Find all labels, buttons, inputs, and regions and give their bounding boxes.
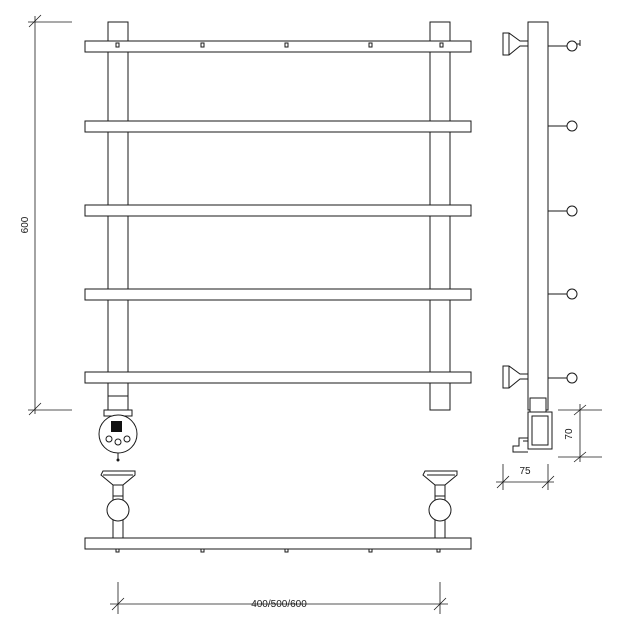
heater-neck xyxy=(107,395,129,411)
heater-button-icon xyxy=(105,435,113,443)
height-label: 600 xyxy=(20,216,31,233)
side-heater-neck xyxy=(529,397,547,413)
rail-4 xyxy=(84,288,472,301)
side-post xyxy=(527,21,549,411)
top-view-rail-marks xyxy=(115,548,441,553)
rail-5 xyxy=(84,371,472,384)
connector-dimension: 70 xyxy=(558,404,602,463)
connector-label: 70 xyxy=(564,428,575,440)
upper-wall-bracket xyxy=(502,32,529,56)
top-view-rail xyxy=(84,537,472,550)
depth-dimension: 75 xyxy=(496,464,555,490)
width-label: 400/500/600 xyxy=(251,599,307,610)
side-rail-ends xyxy=(548,40,581,384)
rail-3 xyxy=(84,204,472,217)
top-view xyxy=(84,470,472,553)
rail-1 xyxy=(84,40,472,53)
rail-2 xyxy=(84,120,472,133)
lower-wall-bracket xyxy=(502,365,529,389)
height-dimension: 600 xyxy=(20,14,72,416)
width-dimension: 400/500/600 xyxy=(110,582,448,614)
heater-button-icon xyxy=(123,435,131,443)
top-rail-marks xyxy=(115,42,444,48)
front-view xyxy=(84,21,472,462)
heater-control-unit xyxy=(98,414,138,454)
right-post-top xyxy=(428,498,452,522)
heater-display-icon xyxy=(111,421,122,432)
heater-button-icon xyxy=(114,438,122,446)
side-view xyxy=(502,21,581,453)
depth-label: 75 xyxy=(519,466,531,477)
left-post-top xyxy=(106,498,130,522)
